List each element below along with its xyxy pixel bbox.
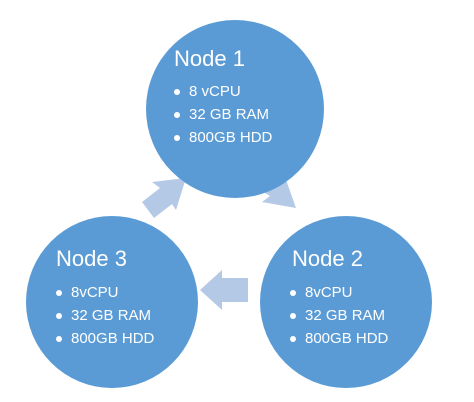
bullet-icon — [290, 289, 296, 296]
list-item: 800GB HDD — [290, 327, 388, 350]
bullet-icon — [174, 134, 180, 141]
list-item: 800GB HDD — [56, 327, 154, 350]
list-item: 32 GB RAM — [290, 304, 388, 327]
spec-ram: 32 GB RAM — [305, 307, 386, 324]
node-2-circle: Node 2 8vCPU 32 GB RAM 800GB HDD — [260, 216, 432, 388]
bullet-icon — [56, 312, 62, 319]
bullet-icon — [174, 111, 180, 118]
arrow-node3-to-node1 — [142, 178, 186, 218]
node-1-title: Node 1 — [174, 46, 245, 71]
spec-storage: 800GB HDD — [305, 330, 389, 347]
spec-cpu: 8 vCPU — [189, 83, 241, 100]
list-item: 32 GB RAM — [56, 304, 154, 327]
bullet-icon — [56, 289, 62, 296]
spec-storage: 800GB HDD — [189, 129, 273, 146]
node-2-spec-list: 8vCPU 32 GB RAM 800GB HDD — [290, 281, 388, 350]
node-3-spec-list: 8vCPU 32 GB RAM 800GB HDD — [56, 281, 154, 350]
list-item: 800GB HDD — [174, 126, 272, 149]
arrow-icon — [200, 270, 248, 310]
arrow-icon — [142, 178, 186, 218]
node-2-title: Node 2 — [292, 246, 363, 271]
list-item: 8vCPU — [290, 281, 388, 304]
spec-ram: 32 GB RAM — [189, 106, 270, 123]
list-item: 8 vCPU — [174, 80, 272, 103]
spec-ram: 32 GB RAM — [71, 307, 152, 324]
bullet-icon — [174, 88, 180, 95]
bullet-icon — [290, 312, 296, 319]
spec-cpu: 8vCPU — [71, 284, 119, 301]
bullet-icon — [56, 335, 62, 342]
spec-cpu: 8vCPU — [305, 284, 353, 301]
bullet-icon — [290, 335, 296, 342]
spec-storage: 800GB HDD — [71, 330, 155, 347]
arrow-node2-to-node3 — [200, 270, 248, 310]
node-3-circle: Node 3 8vCPU 32 GB RAM 800GB HDD — [26, 216, 198, 388]
node-1-circle: Node 1 8 vCPU 32 GB RAM 800GB HDD — [146, 20, 324, 198]
node-3-title: Node 3 — [56, 246, 127, 271]
list-item: 32 GB RAM — [174, 103, 272, 126]
list-item: 8vCPU — [56, 281, 154, 304]
node-1-spec-list: 8 vCPU 32 GB RAM 800GB HDD — [174, 80, 272, 149]
